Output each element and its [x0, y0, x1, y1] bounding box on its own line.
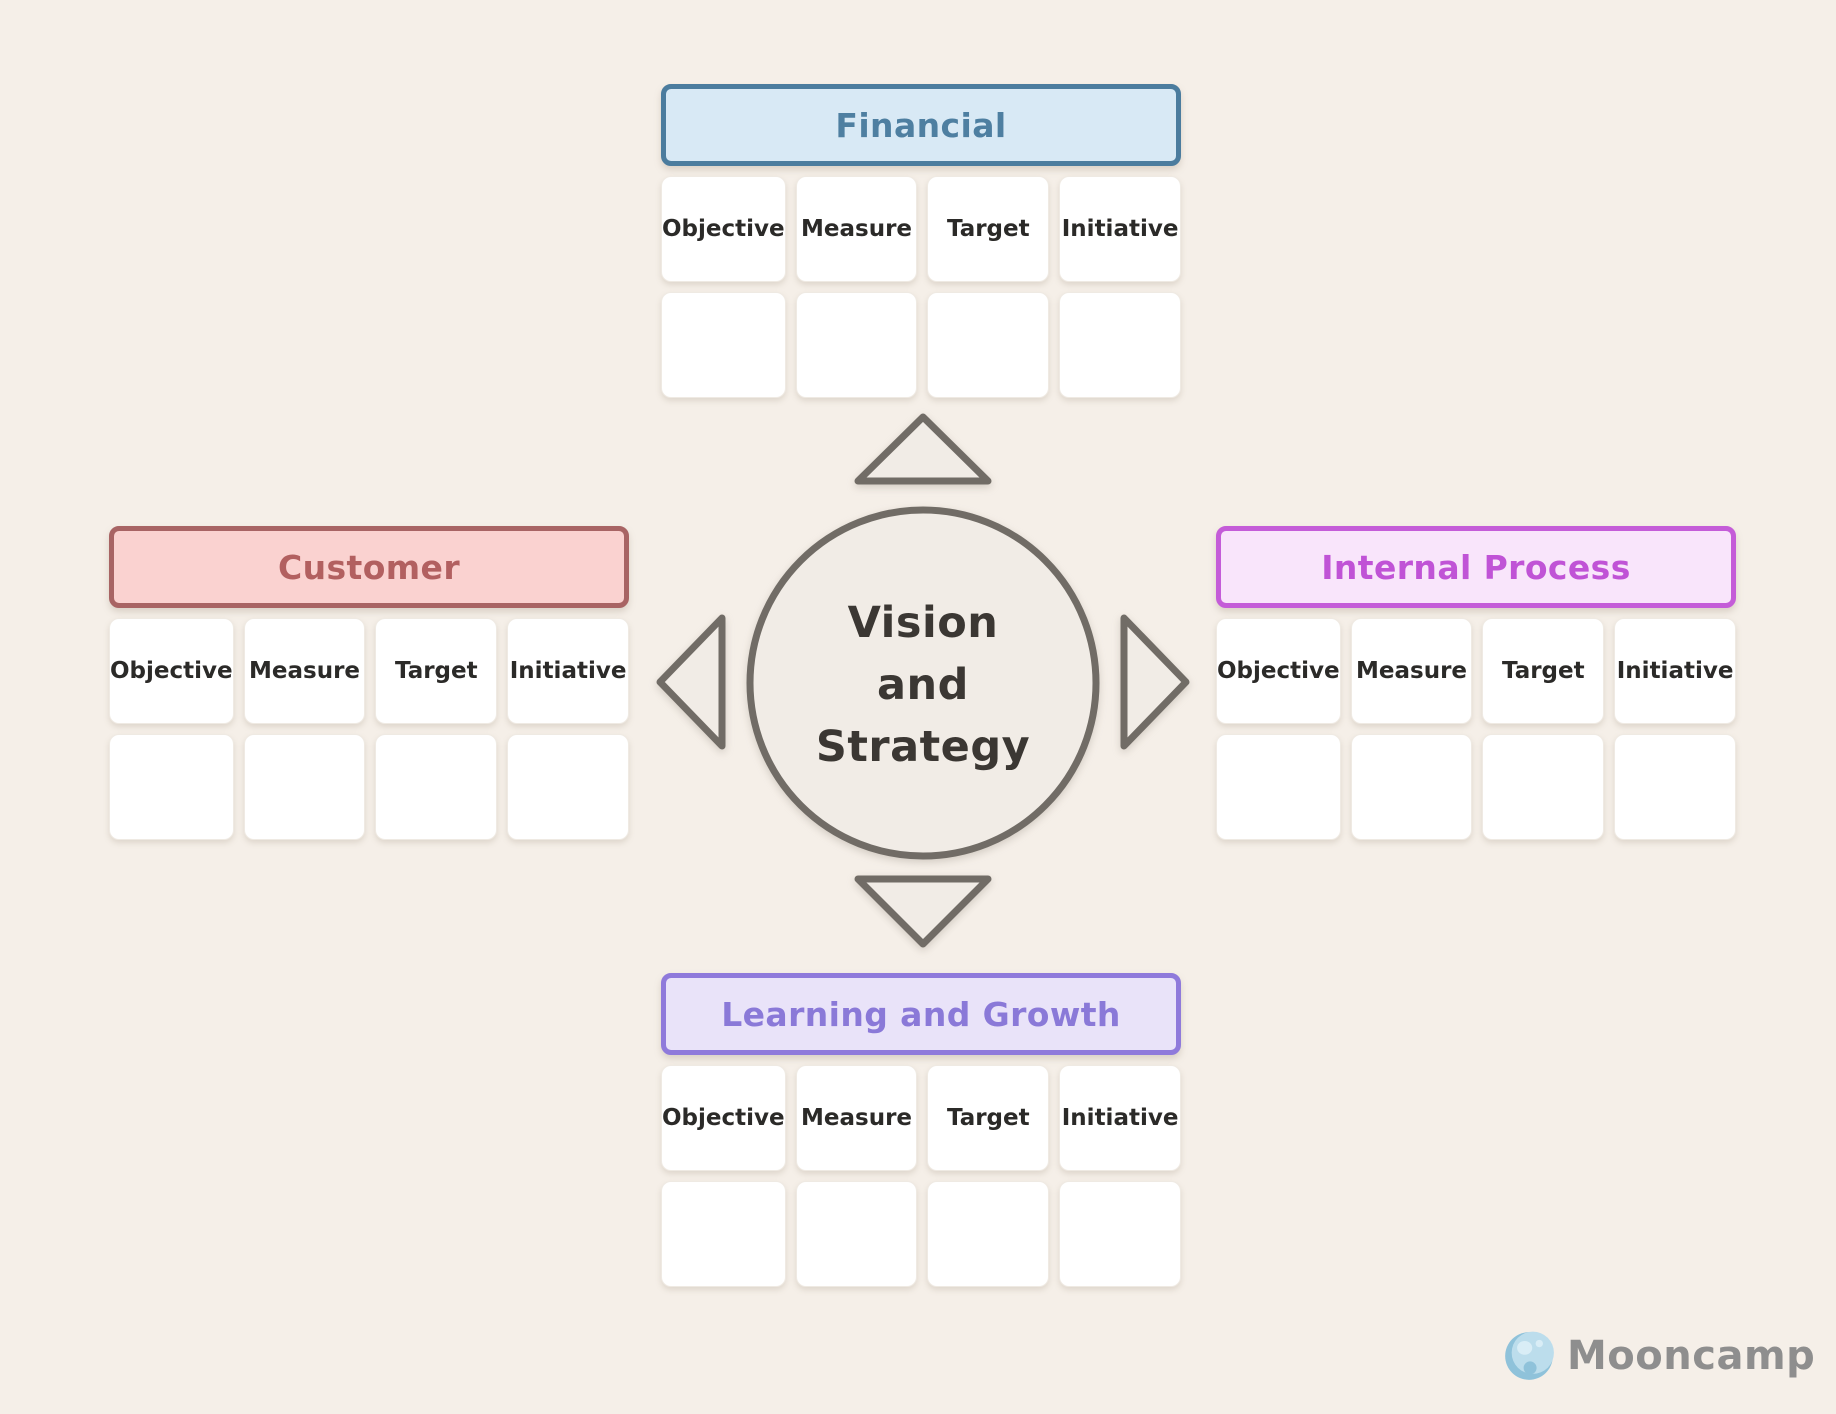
column-card-objective: Objective: [661, 1065, 786, 1171]
empty-card: [795, 292, 918, 398]
section-customer-title: Customer: [277, 547, 461, 587]
section-internal-process-header: Internal Process: [1216, 526, 1736, 608]
column-card-measure: Measure: [243, 618, 366, 724]
section-financial-title: Financial: [835, 105, 1007, 145]
card-label: Objective: [662, 1105, 785, 1131]
empty-card: [1482, 734, 1605, 840]
arrow-left-icon: [656, 614, 726, 750]
mooncamp-logo[interactable]: Mooncamp: [1503, 1330, 1815, 1382]
section-customer-grid: Objective Measure Target Initiative: [109, 618, 629, 840]
empty-card: [1059, 1181, 1181, 1287]
card-label: Initiative: [1061, 216, 1179, 242]
empty-card: [375, 734, 498, 840]
section-internal-process-title: Internal Process: [1321, 547, 1631, 587]
column-card-initiative: Initiative: [507, 618, 629, 724]
column-card-measure: Measure: [795, 1065, 918, 1171]
section-financial-grid: Objective Measure Target Initiative: [661, 176, 1181, 398]
empty-card: [795, 1181, 918, 1287]
card-label: Objective: [1217, 658, 1340, 684]
card-label: Objective: [110, 658, 233, 684]
column-card-objective: Objective: [661, 176, 786, 282]
column-card-target: Target: [375, 618, 498, 724]
card-label: Target: [946, 216, 1030, 242]
section-learning-growth-title: Learning and Growth: [721, 994, 1121, 1034]
empty-card: [927, 1181, 1050, 1287]
section-financial: Financial Objective Measure Target Initi…: [661, 84, 1181, 398]
column-card-target: Target: [1482, 618, 1605, 724]
column-card-target: Target: [927, 1065, 1050, 1171]
arrow-right-icon: [1120, 614, 1190, 750]
card-label: Objective: [662, 216, 785, 242]
section-customer-header: Customer: [109, 526, 629, 608]
card-label: Target: [394, 658, 478, 684]
section-learning-growth-grid: Objective Measure Target Initiative: [661, 1065, 1181, 1287]
section-learning-growth-header: Learning and Growth: [661, 973, 1181, 1055]
card-label: Target: [946, 1105, 1030, 1131]
empty-card: [661, 292, 786, 398]
empty-card: [243, 734, 366, 840]
empty-card: [927, 292, 1050, 398]
mooncamp-wordmark: Mooncamp: [1567, 1333, 1816, 1379]
empty-card: [1350, 734, 1473, 840]
card-label: Initiative: [509, 658, 627, 684]
column-card-initiative: Initiative: [1614, 618, 1736, 724]
column-card-measure: Measure: [795, 176, 918, 282]
section-internal-process-grid: Objective Measure Target Initiative: [1216, 618, 1736, 840]
column-card-target: Target: [927, 176, 1050, 282]
column-card-initiative: Initiative: [1059, 176, 1181, 282]
section-customer: Customer Objective Measure Target Initia…: [109, 526, 629, 840]
card-label: Measure: [1356, 658, 1468, 684]
empty-card: [109, 734, 234, 840]
empty-card: [1614, 734, 1736, 840]
mooncamp-moon-icon: [1505, 1331, 1554, 1380]
section-internal-process: Internal Process Objective Measure Targe…: [1216, 526, 1736, 840]
arrow-down-icon: [854, 875, 992, 948]
empty-card: [507, 734, 629, 840]
empty-card: [1059, 292, 1181, 398]
empty-card: [661, 1181, 786, 1287]
section-financial-header: Financial: [661, 84, 1181, 166]
arrow-up-icon: [854, 413, 992, 485]
column-card-objective: Objective: [1216, 618, 1341, 724]
empty-card: [1216, 734, 1341, 840]
card-label: Initiative: [1616, 658, 1734, 684]
vision-strategy-label: Vision and Strategy: [815, 598, 1031, 772]
card-label: Measure: [801, 1105, 913, 1131]
section-learning-growth: Learning and Growth Objective Measure Ta…: [661, 973, 1181, 1287]
card-label: Measure: [249, 658, 361, 684]
column-card-initiative: Initiative: [1059, 1065, 1181, 1171]
card-label: Target: [1501, 658, 1585, 684]
column-card-measure: Measure: [1350, 618, 1473, 724]
card-label: Measure: [801, 216, 913, 242]
column-card-objective: Objective: [109, 618, 234, 724]
card-label: Initiative: [1061, 1105, 1179, 1131]
